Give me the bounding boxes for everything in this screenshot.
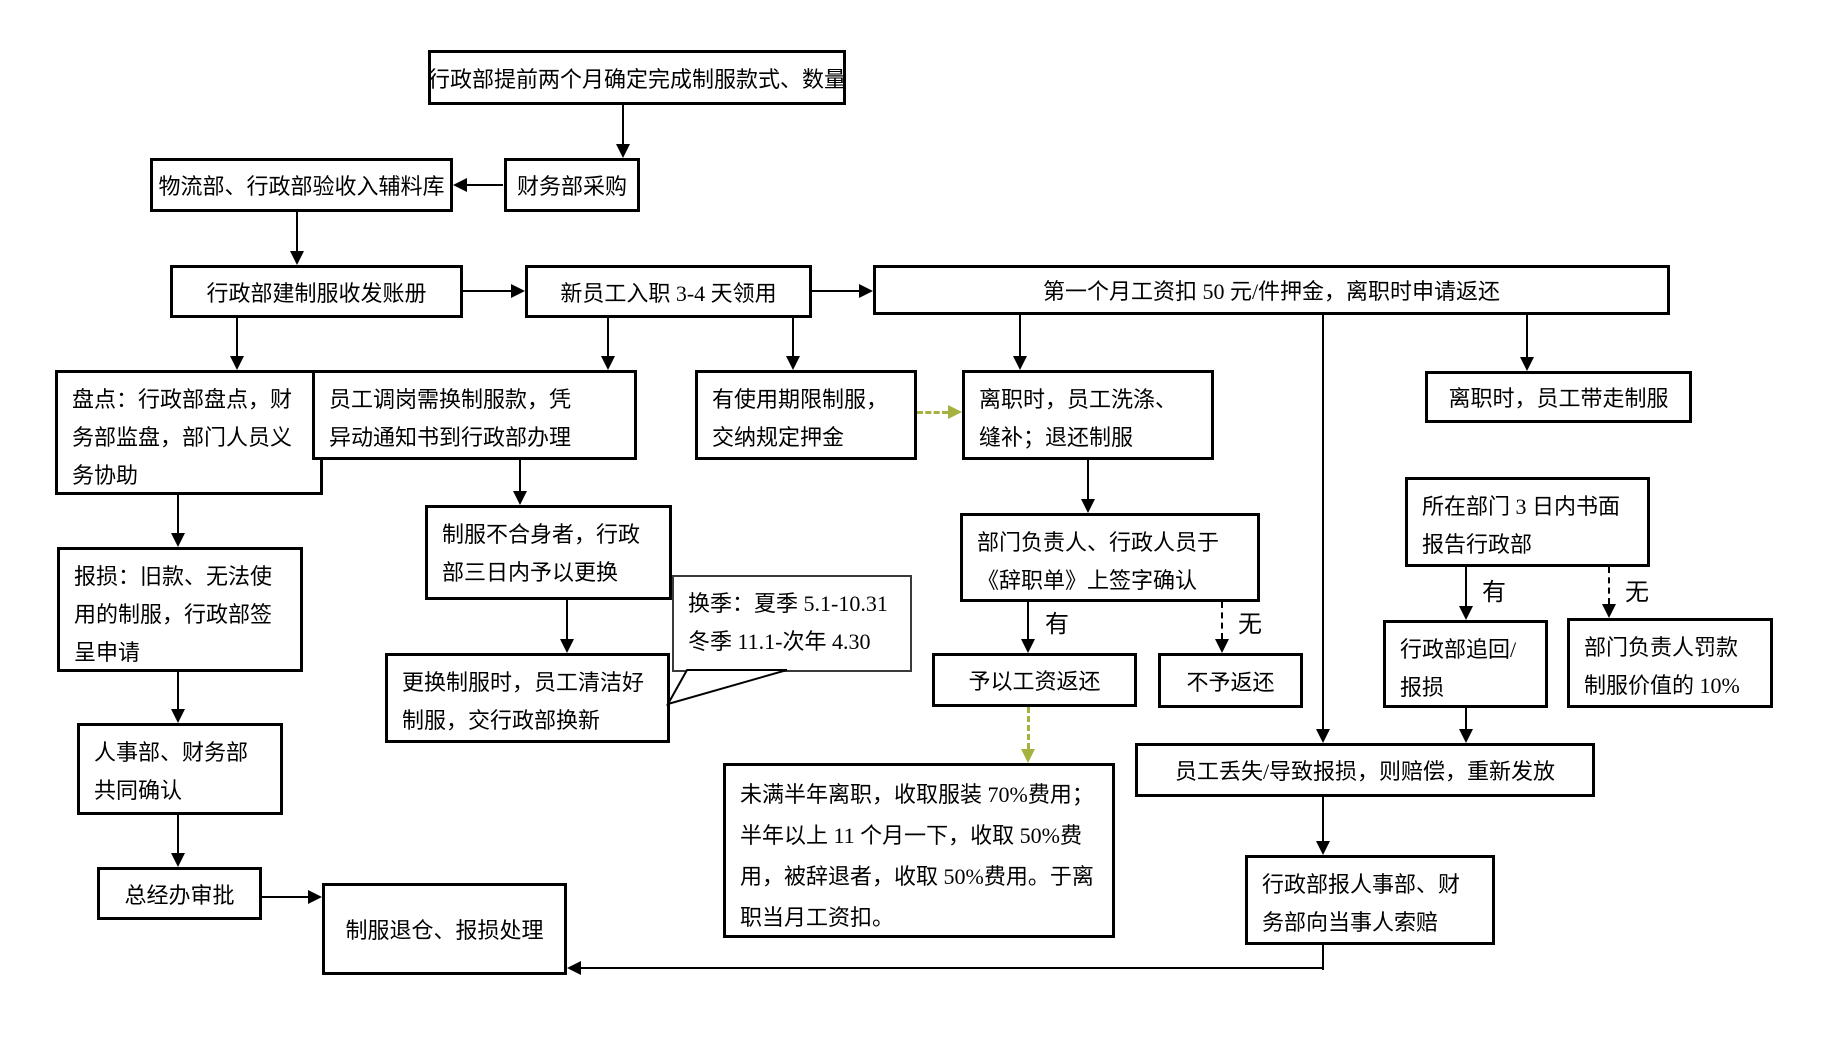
- node-finance-purchase: 财务部采购: [504, 158, 640, 212]
- node-uniform-ledger: 行政部建制服收发账册: [170, 265, 463, 318]
- arrow-transfer-to-illfitting-head: [513, 491, 527, 505]
- arrow-refund-to-feerules-green-head: [1021, 749, 1035, 763]
- node-admin-recover: 行政部追回/ 报损: [1383, 620, 1548, 708]
- arrow-purchase-to-acceptance: [467, 184, 503, 186]
- label-sign-no: 无: [1238, 612, 1262, 638]
- label-sign-yes: 有: [1045, 612, 1069, 638]
- node-resignation-form-sign: 部门负责人、行政人员于 《辞职单》上签字确认: [960, 513, 1260, 602]
- arrow-sign-yes-to-refund: [1027, 602, 1029, 639]
- node-stocktaking: 盘点：行政部盘点，财 务部监盘，部门人员义 务协助: [55, 370, 323, 495]
- arrow-deposit-to-takeaway: [1526, 315, 1528, 357]
- arrow-deposit-to-washreturn-head: [1013, 356, 1027, 370]
- arrow-confirm-to-gmoffice-head: [171, 853, 185, 867]
- arrow-newemployee-to-limitedterm: [792, 318, 794, 356]
- arrow-report-no-to-fine-head: [1602, 604, 1616, 618]
- node-loss-compensation: 员工丢失/导致报损，则赔偿，重新发放: [1135, 743, 1595, 797]
- arrow-limitedterm-to-washreturn-green: [917, 411, 948, 414]
- arrow-refund-to-feerules-green: [1027, 707, 1030, 749]
- arrow-claim-to-return: [581, 967, 1324, 969]
- node-fee-deduction-rules: 未满半年离职，收取服装 70%费用； 半年以上 11 个月一下，收取 50%费 …: [723, 763, 1115, 938]
- node-season-change-callout: 换季：夏季 5.1-10.31 冬季 11.1-次年 4.30: [672, 575, 912, 672]
- node-refund-with-salary: 予以工资返还: [932, 653, 1137, 707]
- arrow-newemployee-to-deposit: [812, 290, 859, 292]
- arrow-sign-no-to-norefund: [1221, 602, 1223, 639]
- arrow-gmoffice-to-return-head: [308, 890, 322, 904]
- arrow-ledger-to-newemployee: [463, 290, 511, 292]
- node-clean-before-exchange: 更换制服时，员工清洁好 制服，交行政部换新: [385, 653, 670, 743]
- arrow-illfitting-to-clean: [566, 600, 568, 639]
- arrow-washreturn-to-sign-head: [1081, 499, 1095, 513]
- arrow-deposit-to-washreturn: [1019, 315, 1021, 356]
- arrow-damagereport-to-confirm: [177, 672, 179, 709]
- node-gm-office-approval: 总经办审批: [97, 867, 262, 920]
- arrow-report-no-to-fine: [1608, 567, 1610, 604]
- node-uniform-return-disposal: 制服退仓、报损处理: [322, 883, 567, 975]
- node-no-refund: 不予返还: [1158, 653, 1303, 708]
- arrow-newemployee-to-deposit-head: [859, 284, 873, 298]
- arrow-acceptance-to-ledger: [296, 212, 298, 251]
- arrow-report-yes-to-recover-head: [1459, 606, 1473, 620]
- arrow-limitedterm-to-washreturn-green-head: [948, 405, 962, 419]
- arrow-deposit-to-losscompensation-head: [1316, 729, 1330, 743]
- arrow-stocktaking-to-damagereport: [177, 495, 179, 533]
- arrow-newemployee-to-limitedterm-head: [786, 356, 800, 370]
- arrow-newemployee-to-transfer-head: [601, 356, 615, 370]
- arrow-illfitting-to-clean-head: [560, 639, 574, 653]
- node-ill-fitting-replace: 制服不合身者，行政 部三日内予以更换: [425, 505, 672, 600]
- label-report-no: 无: [1625, 580, 1649, 606]
- arrow-claim-to-return-head: [567, 961, 581, 975]
- node-damage-report: 报损：旧款、无法使 用的制服，行政部签 呈申请: [57, 547, 303, 672]
- arrow-newemployee-to-transfer: [607, 318, 609, 356]
- arrow-confirm-to-gmoffice: [177, 815, 179, 853]
- node-determine-uniform-style: 行政部提前两个月确定完成制服款式、数量: [428, 50, 846, 105]
- arrow-damagereport-to-confirm-head: [171, 709, 185, 723]
- node-hr-finance-confirm: 人事部、财务部 共同确认: [77, 723, 283, 815]
- arrow-recover-to-losscompensation-head: [1459, 729, 1473, 743]
- node-warehouse-acceptance: 物流部、行政部验收入辅料库: [150, 158, 453, 212]
- arrow-determine-to-purchase: [622, 105, 624, 144]
- node-new-employee-receive: 新员工入职 3-4 天领用: [525, 265, 812, 318]
- arrow-report-yes-to-recover: [1465, 567, 1467, 606]
- arrow-ledger-to-stocktaking: [236, 318, 238, 356]
- arrow-transfer-to-illfitting: [519, 460, 521, 491]
- arrow-ledger-to-newemployee-head: [511, 284, 525, 298]
- arrow-losscompensation-to-claim: [1322, 797, 1324, 841]
- arrow-ledger-to-stocktaking-head: [230, 356, 244, 370]
- line-claim-down: [1322, 945, 1324, 970]
- arrow-washreturn-to-sign: [1087, 460, 1089, 499]
- arrow-acceptance-to-ledger-head: [290, 251, 304, 265]
- node-manager-fine: 部门负责人罚款 制服价值的 10%: [1567, 618, 1773, 708]
- arrow-sign-yes-to-refund-head: [1021, 639, 1035, 653]
- arrow-sign-no-to-norefund-head: [1215, 639, 1229, 653]
- arrow-purchase-to-acceptance-head: [453, 178, 467, 192]
- arrow-deposit-to-losscompensation: [1322, 315, 1324, 729]
- arrow-losscompensation-to-claim-head: [1316, 841, 1330, 855]
- node-resign-take-away: 离职时，员工带走制服: [1425, 371, 1692, 423]
- node-resign-wash-return: 离职时，员工洗涤、 缝补；退还制服: [962, 370, 1214, 460]
- callout-tail: [665, 669, 788, 706]
- arrow-determine-to-purchase-head: [616, 144, 630, 158]
- node-report-within-3-days: 所在部门 3 日内书面 报告行政部: [1405, 477, 1650, 567]
- arrow-gmoffice-to-return: [262, 896, 308, 898]
- arrow-recover-to-losscompensation: [1465, 708, 1467, 729]
- node-claim-compensation: 行政部报人事部、财 务部向当事人索赔: [1245, 855, 1495, 945]
- arrow-stocktaking-to-damagereport-head: [171, 533, 185, 547]
- arrow-deposit-to-takeaway-head: [1520, 357, 1534, 371]
- label-report-yes: 有: [1482, 580, 1506, 606]
- node-limited-term-deposit: 有使用期限制服， 交纳规定押金: [695, 370, 917, 460]
- node-deposit-deduction: 第一个月工资扣 50 元/件押金，离职时申请返还: [873, 265, 1670, 315]
- node-transfer-exchange: 员工调岗需换制服款，凭 异动通知书到行政部办理: [312, 370, 637, 460]
